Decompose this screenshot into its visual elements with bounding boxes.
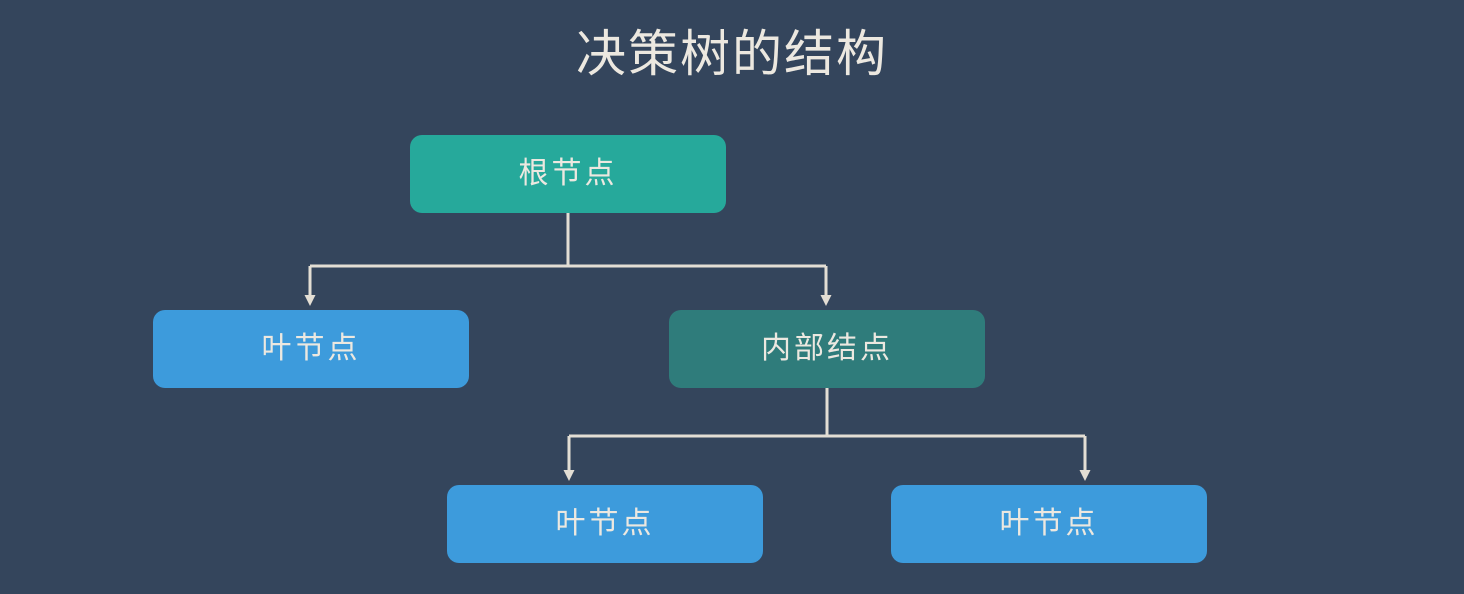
tree-node-internal[interactable]: 内部结点: [669, 310, 985, 388]
page-title: 决策树的结构: [576, 26, 888, 82]
tree-node-label: 根节点: [518, 157, 618, 190]
tree-node-leaf-1[interactable]: 叶节点: [153, 310, 469, 388]
tree-node-leaf-2[interactable]: 叶节点: [447, 485, 763, 563]
tree-node-label: 叶节点: [261, 332, 361, 365]
tree-node-label: 叶节点: [999, 507, 1099, 540]
tree-node-label: 叶节点: [555, 507, 655, 540]
tree-node-leaf-3[interactable]: 叶节点: [891, 485, 1207, 563]
tree-node-root[interactable]: 根节点: [410, 135, 726, 213]
tree-node-label: 内部结点: [761, 332, 893, 365]
